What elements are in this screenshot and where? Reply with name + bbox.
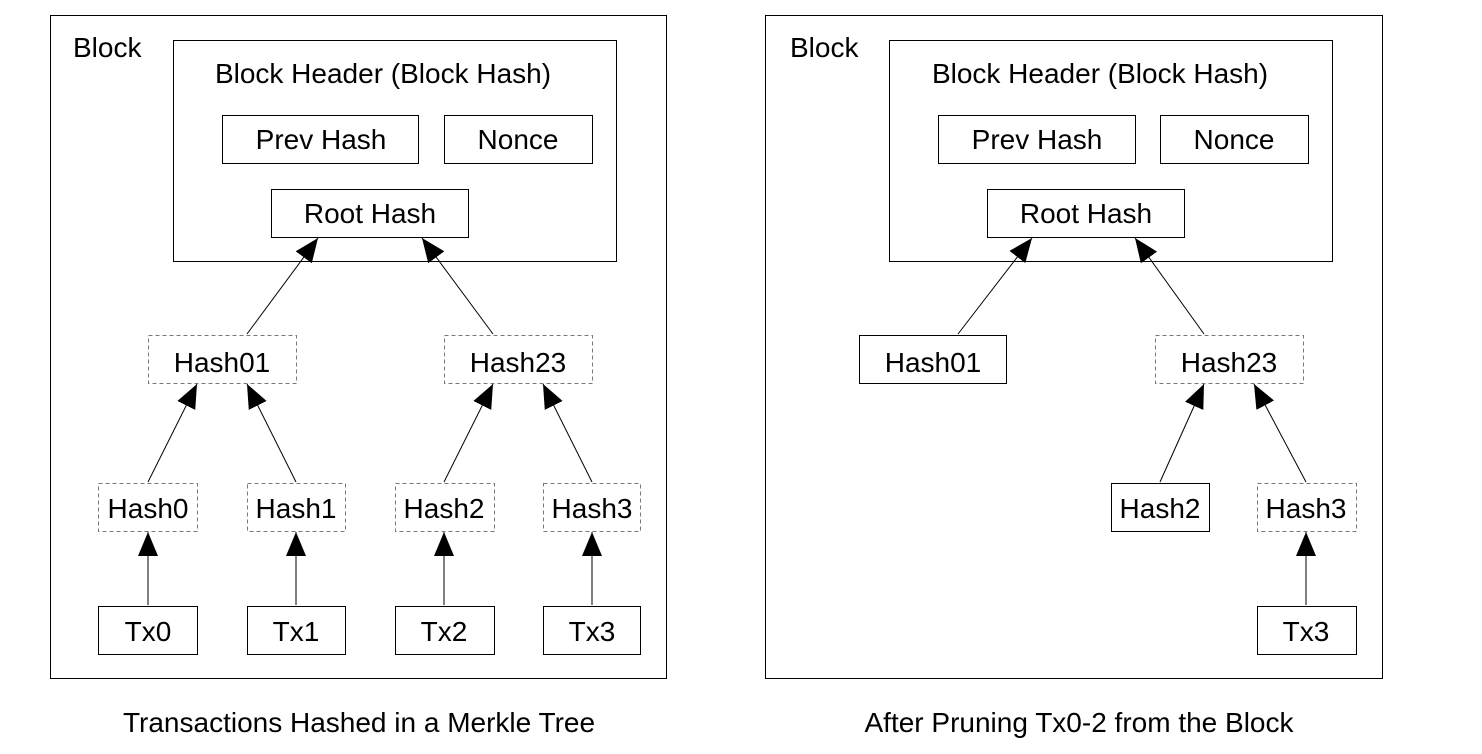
block-outline <box>50 15 667 679</box>
arrow-hash01-root <box>957 237 1033 335</box>
hash01-box <box>859 335 1007 384</box>
arrow-hash23-root <box>1134 237 1205 335</box>
arrow-hash2-hash23 <box>1159 383 1205 483</box>
hash3-label: Hash3 <box>552 493 633 524</box>
nonce-label: Nonce <box>1194 124 1275 155</box>
block-label: Block <box>790 32 859 63</box>
hash3-box <box>1257 483 1357 532</box>
tx0-label: Tx0 <box>125 616 172 647</box>
hash2-label: Hash2 <box>404 493 485 524</box>
tx3-box <box>1257 606 1357 655</box>
arrow-hash3-hash23 <box>1253 383 1307 483</box>
tx1-label: Tx1 <box>273 616 320 647</box>
hash0-box <box>98 483 198 532</box>
hash01-label: Hash01 <box>174 347 271 378</box>
hash23-label: Hash23 <box>1181 347 1278 378</box>
hash3-box <box>543 483 641 532</box>
block-header-label: Block Header (Block Hash) <box>932 58 1268 89</box>
nonce-box <box>1160 115 1309 164</box>
root-hash-box <box>987 189 1185 238</box>
arrow-hash23-root <box>421 237 494 335</box>
arrow-hash0-hash01 <box>147 383 198 483</box>
root-hash-box <box>271 189 469 238</box>
nonce-label: Nonce <box>478 124 559 155</box>
tx3-box <box>543 606 641 655</box>
arrow-hash1-hash01 <box>246 383 297 483</box>
arrow-hash3-hash23 <box>542 383 593 483</box>
hash1-label: Hash1 <box>256 493 337 524</box>
block-label: Block <box>73 32 142 63</box>
root-hash-label: Root Hash <box>1020 198 1152 229</box>
tx0-box <box>98 606 198 655</box>
hash2-box <box>395 483 495 532</box>
prev-hash-box <box>938 115 1136 164</box>
hash23-box <box>1155 335 1304 384</box>
hash1-box <box>247 483 346 532</box>
block-outline <box>765 15 1383 679</box>
hash0-label: Hash0 <box>108 493 189 524</box>
prev-hash-box <box>222 115 419 164</box>
block-header-box <box>173 40 617 262</box>
block-header-label: Block Header (Block Hash) <box>215 58 551 89</box>
tx3-label: Tx3 <box>569 616 616 647</box>
block-header-box <box>889 40 1333 262</box>
hash23-box <box>444 335 593 384</box>
tx3-label: Tx3 <box>1283 616 1330 647</box>
left-arrows <box>138 237 602 605</box>
hash23-label: Hash23 <box>470 347 567 378</box>
tx2-label: Tx2 <box>421 616 468 647</box>
root-hash-label: Root Hash <box>304 198 436 229</box>
hash2-label: Hash2 <box>1120 493 1201 524</box>
arrow-hash2-hash23 <box>443 383 494 483</box>
left-panel: Block Block Header (Block Hash) Prev Has… <box>50 15 667 738</box>
right-panel: Block Block Header (Block Hash) Prev Has… <box>765 15 1383 738</box>
prev-hash-label: Prev Hash <box>256 124 387 155</box>
arrow-hash01-root <box>246 237 319 335</box>
prev-hash-label: Prev Hash <box>972 124 1103 155</box>
hash01-label: Hash01 <box>885 347 982 378</box>
tx1-box <box>247 606 346 655</box>
hash01-box <box>148 335 297 384</box>
hash3-label: Hash3 <box>1266 493 1347 524</box>
left-caption: Transactions Hashed in a Merkle Tree <box>123 707 595 738</box>
right-caption: After Pruning Tx0-2 from the Block <box>865 707 1295 738</box>
tx2-box <box>395 606 495 655</box>
nonce-box <box>444 115 593 164</box>
hash2-box <box>1111 483 1210 532</box>
right-arrows <box>957 237 1316 605</box>
